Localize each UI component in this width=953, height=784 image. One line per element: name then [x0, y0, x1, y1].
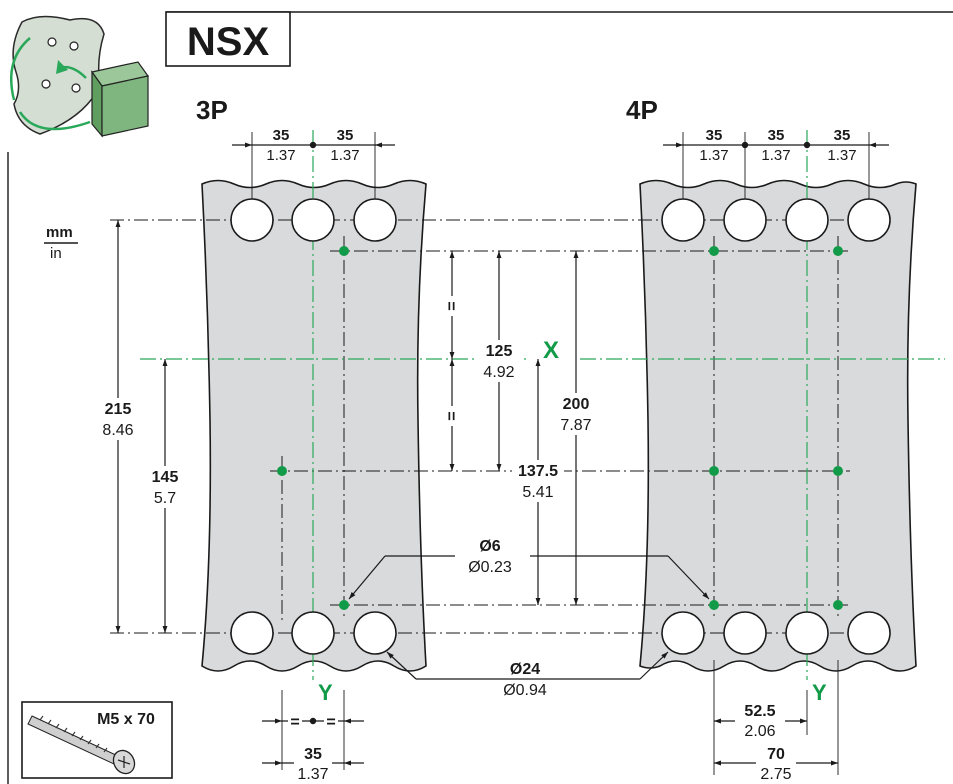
title: NSX	[187, 20, 270, 64]
dim-35-b-in: 1.37	[330, 147, 359, 164]
dim-35-d-in: 1.37	[761, 147, 790, 164]
dim-215-mm: 215	[105, 401, 132, 418]
plate-3p	[201, 179, 427, 672]
dim-52-5-in: 2.06	[744, 723, 775, 740]
label-3p: 3P	[196, 95, 228, 125]
equal-mark-right: =	[326, 714, 335, 731]
screw-callout: M5 x 70	[21, 701, 173, 779]
dim-125-in: 4.92	[483, 364, 514, 381]
dim-35-b-mm: 35	[337, 127, 354, 144]
dim-145-in: 5.7	[154, 490, 176, 507]
holes-4p	[661, 198, 891, 655]
dim-35-d-mm: 35	[768, 127, 785, 144]
dim-dia6-in: Ø0.23	[468, 559, 512, 576]
dim-35-bottom-in: 1.37	[297, 766, 328, 783]
dim-35-a-mm: 35	[273, 127, 290, 144]
dim-200-mm: 200	[563, 396, 590, 413]
holes-3p	[230, 198, 397, 655]
title-box	[165, 11, 291, 67]
dim-200-in: 7.87	[560, 417, 591, 434]
dim-35-a-in: 1.37	[266, 147, 295, 164]
plate-4p	[639, 179, 917, 672]
axis-x-label: X	[543, 337, 559, 364]
dim-35-e-in: 1.37	[827, 147, 856, 164]
dim-dia24-in: Ø0.94	[503, 682, 547, 699]
axis-y-label-3p: Y	[318, 680, 333, 705]
dim-70-in: 2.75	[760, 766, 791, 783]
equal-mark-lower: =	[442, 411, 459, 420]
dim-35-bottom-mm: 35	[304, 746, 322, 763]
dim-125-mm: 125	[486, 343, 513, 360]
panel-drilling-icon	[10, 15, 150, 138]
fixing-points	[277, 246, 843, 610]
dim-145-mm: 145	[152, 469, 179, 486]
equal-mark-upper: =	[442, 301, 459, 310]
dim-137-5-in: 5.41	[522, 484, 553, 501]
dim-dia24-mm: Ø24	[510, 661, 540, 678]
dim-35-c-mm: 35	[706, 127, 723, 144]
dim-137-5-mm: 137.5	[518, 463, 558, 480]
screw-label: M5 x 70	[97, 711, 155, 728]
dim-215-in: 8.46	[102, 422, 133, 439]
screw-icon	[27, 715, 136, 775]
dim-70-mm: 70	[767, 746, 785, 763]
unit-mm: mm	[46, 224, 73, 241]
dim-dia6-mm: Ø6	[479, 538, 500, 555]
label-4p: 4P	[626, 95, 658, 125]
dim-35-c-in: 1.37	[699, 147, 728, 164]
dim-35-e-mm: 35	[834, 127, 851, 144]
dim-52-5-mm: 52.5	[744, 703, 775, 720]
axis-y-label-4p: Y	[812, 680, 827, 705]
unit-in: in	[50, 245, 62, 262]
equal-mark-left: =	[290, 714, 299, 731]
